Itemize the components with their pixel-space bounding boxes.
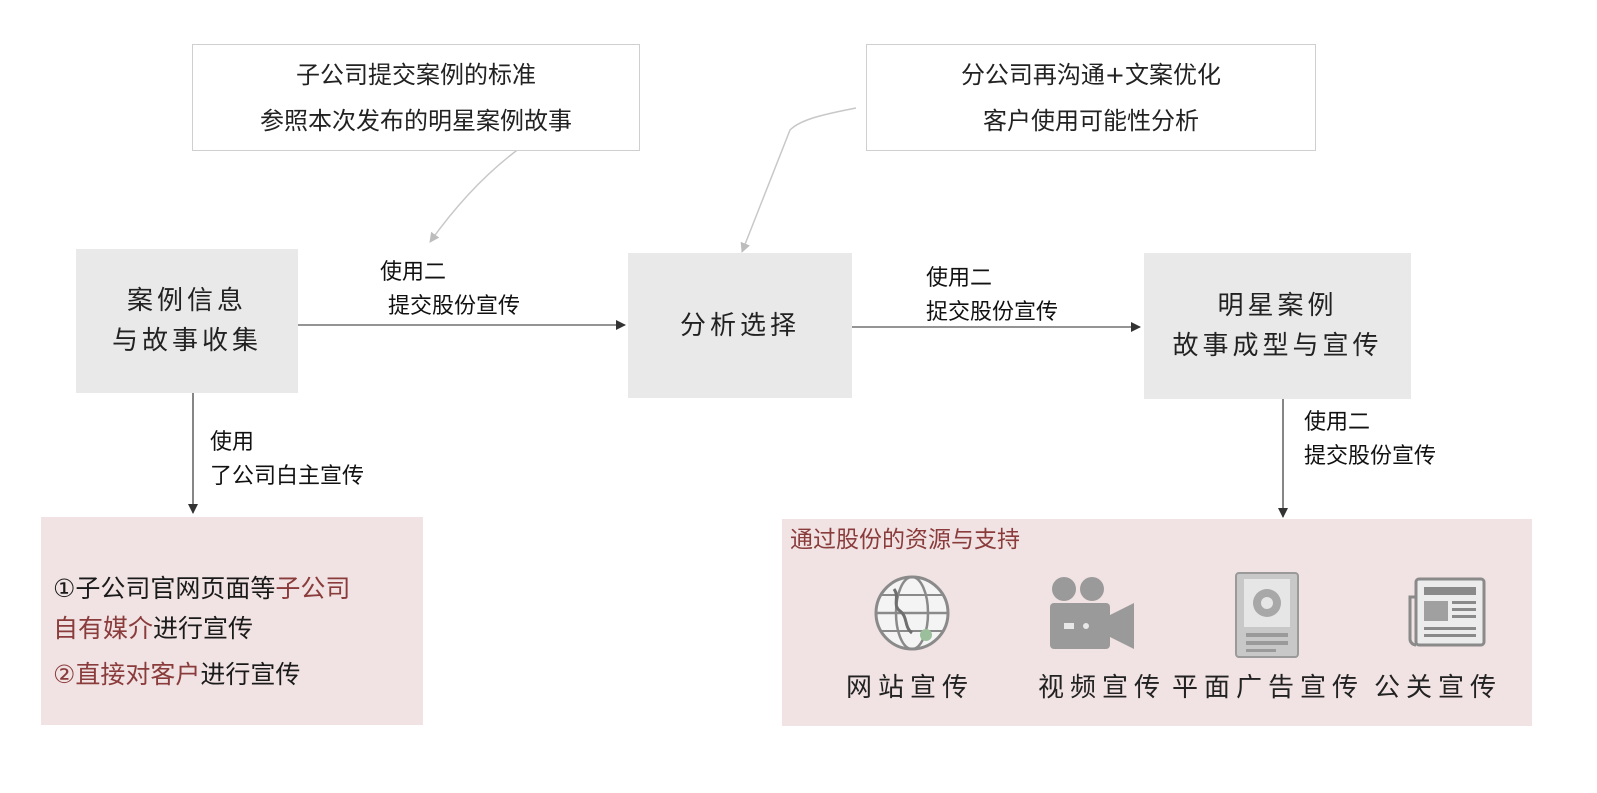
step-collect: 案例信息 与故事收集 — [76, 249, 298, 393]
item2-suffix: 进行宣传 — [200, 660, 301, 689]
step-collect-line1: 案例信息 — [126, 286, 247, 316]
edge-label-shape-down: 使用二 提交股份宣传 — [1304, 406, 1436, 474]
channel-label-pr: 公关宣传 — [1374, 673, 1503, 703]
left-panel-item-2: ②直接对客户进行宣传 — [53, 653, 300, 697]
newspaper-icon — [1406, 577, 1488, 649]
item2-highlight: ②直接对客户 — [53, 660, 201, 689]
step-shape-line1: 明星案例 — [1217, 291, 1338, 321]
left-panel-item-1-line-1: ①子公司官网页面等子公司 — [53, 567, 350, 611]
right-panel-title: 通过股份的资源与支持 — [790, 527, 1020, 553]
step-select-line1: 分析选择 — [679, 310, 800, 341]
edge-label-line2: 提交股份宣传 — [388, 294, 521, 319]
left-panel-item-1-line-2: 自有媒介进行宣传 — [53, 607, 253, 651]
item1-highlight: 子公司 — [275, 574, 351, 603]
curve-note-to-collect — [429, 147, 521, 243]
note-refine-line1: 分公司再沟通+文案优化 — [960, 60, 1222, 89]
edge-label-line2: 捉交股份宣传 — [926, 300, 1059, 325]
note-refine-line2: 客户使用可能性分析 — [983, 106, 1199, 135]
edge-label-line2: 提交股份宣传 — [1304, 444, 1437, 469]
item1-suffix: 进行宣传 — [153, 614, 254, 643]
edge-label-line1: 使用二 — [380, 260, 447, 285]
right-panel: 通过股份的资源与支持 — [782, 519, 1532, 726]
step-shape-line2: 故事成型与宣传 — [1172, 331, 1383, 361]
edge-label-collect-down: 使用 了公司白主宣传 — [210, 426, 364, 494]
step-select: 分析选择 — [628, 253, 852, 398]
note-submit-standard-line1: 子公司提交案例的标准 — [296, 60, 536, 89]
channel-label-video: 视频宣传 — [1038, 673, 1167, 703]
poster-icon — [1234, 571, 1300, 659]
globe-icon — [870, 571, 954, 655]
left-panel: ①子公司官网页面等子公司 自有媒介进行宣传 ②直接对客户进行宣传 — [41, 517, 423, 725]
curve-note-to-select — [740, 107, 857, 253]
edge-label-line1: 使用二 — [1304, 410, 1371, 435]
step-shape: 明星案例 故事成型与宣传 — [1144, 253, 1411, 399]
note-submit-standard: 子公司提交案例的标准 参照本次发布的明星案例故事 — [192, 44, 640, 151]
step-collect-line2: 与故事收集 — [111, 326, 262, 356]
edge-label-line1: 使用二 — [926, 266, 993, 291]
edge-label-collect-to-select: 使用二 提交股份宣传 — [380, 256, 520, 324]
edge-label-select-to-shape: 使用二 捉交股份宣传 — [926, 262, 1058, 330]
item1-highlight-2: 自有媒介 — [53, 614, 154, 643]
channel-label-print: 平面广告宣传 — [1172, 673, 1365, 703]
note-refine: 分公司再沟通+文案优化 客户使用可能性分析 — [866, 44, 1316, 151]
edge-label-line1: 使用 — [210, 430, 255, 455]
channel-label-website: 网站宣传 — [846, 673, 975, 703]
edge-label-line2: 了公司白主宣传 — [210, 464, 365, 489]
note-submit-standard-line2: 参照本次发布的明星案例故事 — [260, 106, 572, 135]
item1-prefix: ①子公司官网页面等 — [53, 574, 276, 603]
video-camera-icon — [1046, 575, 1138, 655]
